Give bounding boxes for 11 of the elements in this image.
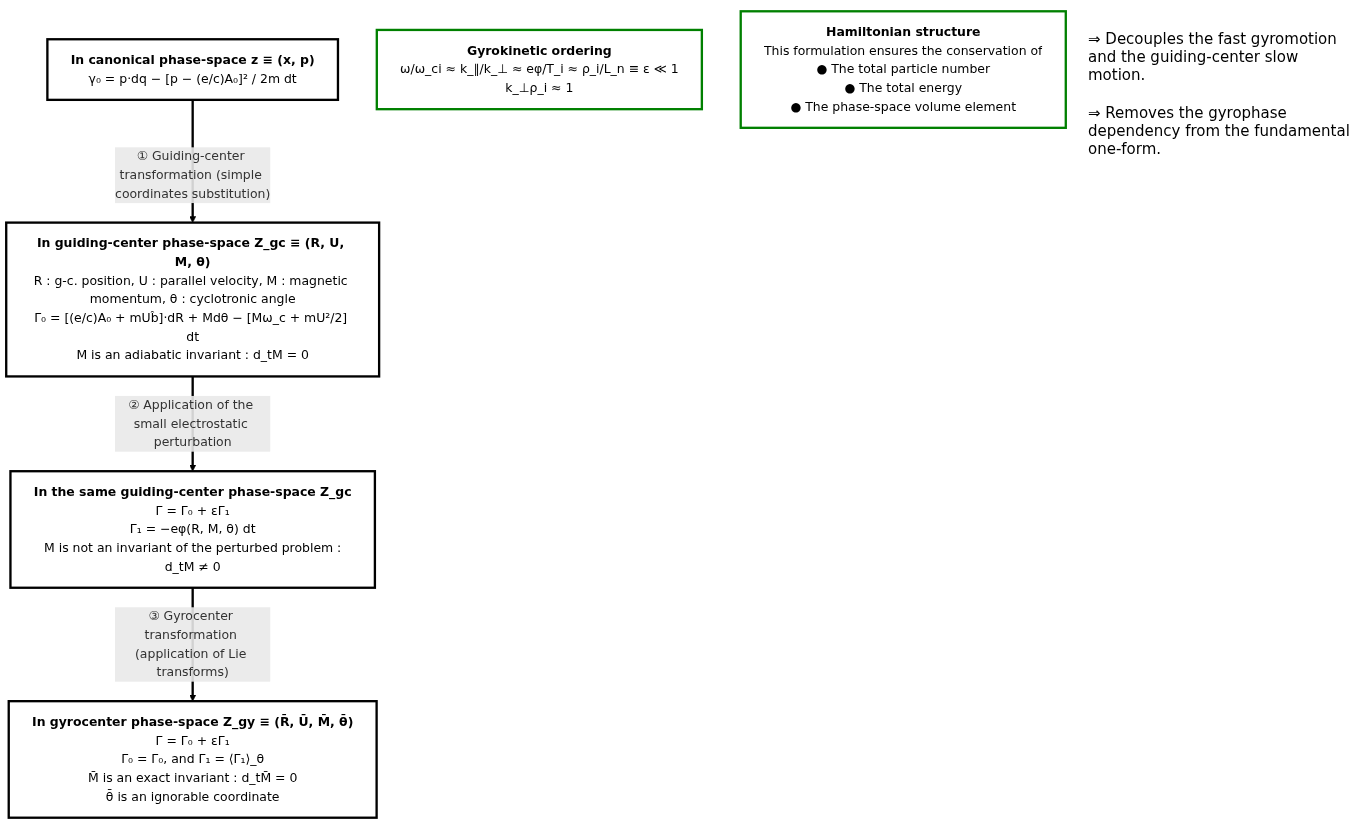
edge-label: ③ Gyrocenter transformation (application of Lie transforms) [135, 608, 247, 680]
node-box: In canonical phase-space z ≡ (x, p) γ₀ = p·dq − [p − (e/c)A₀]² / 2m dt [46, 38, 340, 102]
node-box: In guiding-center phase-space Z_gc ≡ (R, U, M, θ) R : g-c. position, U : parallel velocity, M : magnetic momentum, θ : cyclotronic angle Γ₀ = [(e/c)A₀ + mUb̂]·dR + Mdθ − [Mω_c + mU²/2] dt M is an adiabatic invariant : d_tM = 0 [5, 221, 381, 378]
note-text: ⇒ Decouples the fast gyromotion and the guiding-center slow motion. [1088, 30, 1338, 84]
node-box: Gyrokinetic ordering ω/ω_ci ≈ k_∥/k_⊥ ≈ eφ/T_i ≈ ρ_i/L_n ≡ ε ≪ 1 k_⊥ρ_i ≈ 1 [375, 28, 704, 111]
node-box: In the same guiding-center phase-space Z_gc Γ = Γ₀ + εΓ₁ Γ₁ = −eφ(R, M, θ) dt M is not an invariant of the perturbed problem : d_tM ≠ 0 [9, 470, 377, 589]
node-box: In gyrocenter phase-space Z_gy ≡ (R̄, Ū, M̄, θ̄) Γ̄ = Γ̄₀ + εΓ̄₁ Γ̄₀ = Γ₀, and Γ̄₁ = ⟨Γ₁⟩_θ M̄ is an exact invariant : d_tM̄ = 0 θ̄ is an ignorable coordinate [7, 700, 378, 819]
edge-label: ② Application of the small electrostatic perturbation [128, 397, 254, 450]
edge-label: ① Guiding-center transformation (simple coordinates substitution) [115, 148, 271, 201]
note-text: ⇒ Removes the gyrophase dependency from the fundamental one-form. [1088, 104, 1351, 158]
node-box: Hamiltonian structure This formulation ensures the conservation of ● The total particle number ● The total energy ● The phase-space volume element [739, 10, 1067, 129]
